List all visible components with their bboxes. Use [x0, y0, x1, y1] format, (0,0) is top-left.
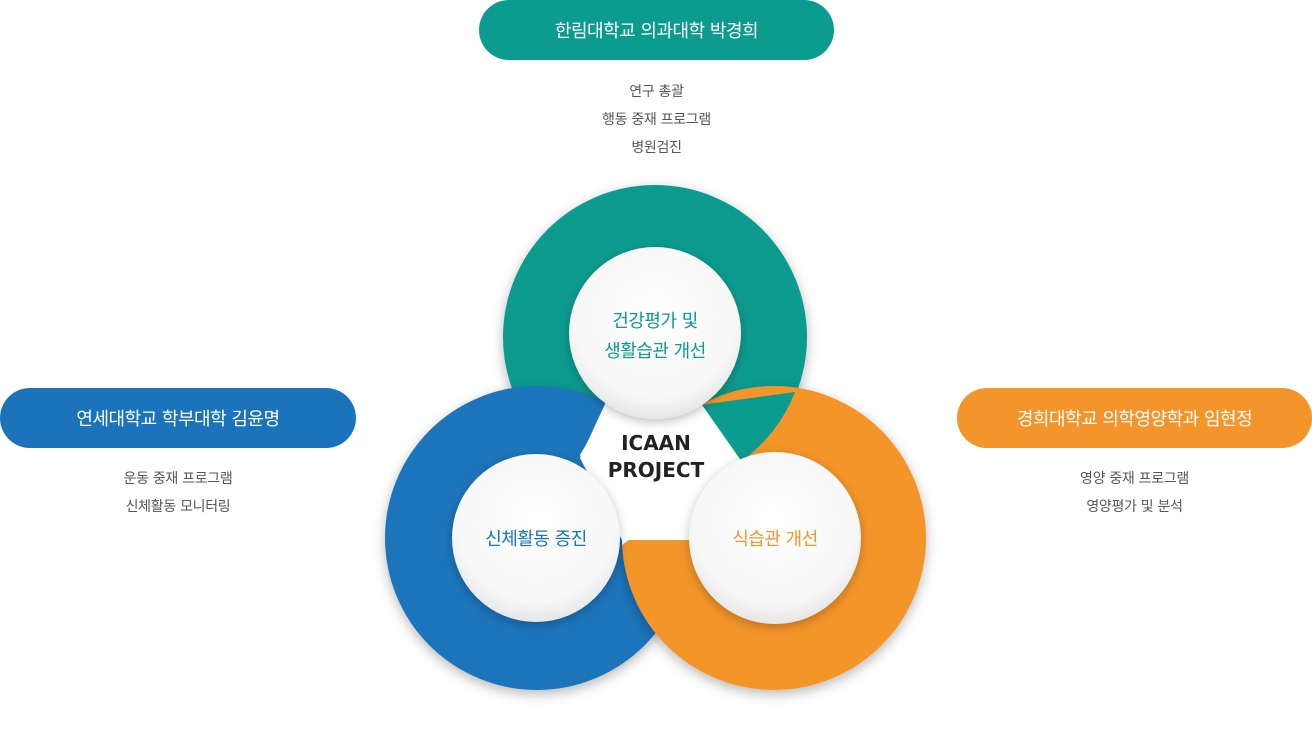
center-label-line2: PROJECT	[608, 458, 705, 482]
right-partner-roles: 영양 중재 프로그램 영양평가 및 분석	[957, 465, 1312, 521]
left-partner-roles: 운동 중재 프로그램 신체활동 모니터링	[0, 465, 356, 521]
role-item: 영양평가 및 분석	[1086, 499, 1183, 515]
right-partner-title: 경희대학교 의학영양학과 임현정	[1016, 409, 1253, 430]
role-item: 운동 중재 프로그램	[123, 471, 233, 487]
ring-left-label: 신체활동 증진	[485, 529, 587, 550]
blue-inner-circle	[452, 454, 620, 622]
role-item: 병원검진	[631, 140, 682, 156]
top-partner-roles: 연구 총괄 행동 중재 프로그램 병원검진	[479, 78, 834, 162]
center-label-line1: ICAAN	[621, 431, 691, 455]
orange-inner-circle	[689, 452, 861, 624]
ring-right-label: 식습관 개선	[732, 529, 818, 550]
ring-top-label-line1: 건강평가 및	[612, 311, 698, 332]
right-partner-pill: 경희대학교 의학영양학과 임현정	[957, 388, 1312, 448]
teal-inner-circle	[569, 247, 741, 419]
teal-overlap	[700, 392, 795, 462]
top-partner-title: 한림대학교 의과대학 박경희	[554, 21, 759, 42]
role-item: 행동 중재 프로그램	[602, 112, 711, 128]
top-partner-pill: 한림대학교 의과대학 박경희	[479, 0, 834, 60]
left-partner-title: 연세대학교 학부대학 김윤명	[76, 409, 280, 430]
role-item: 신체활동 모니터링	[125, 499, 231, 515]
role-item: 연구 총괄	[629, 84, 684, 100]
ring-top-label-line2: 생활습관 개선	[604, 341, 706, 362]
left-partner-pill: 연세대학교 학부대학 김윤명	[0, 388, 356, 448]
role-item: 영양 중재 프로그램	[1080, 471, 1189, 487]
